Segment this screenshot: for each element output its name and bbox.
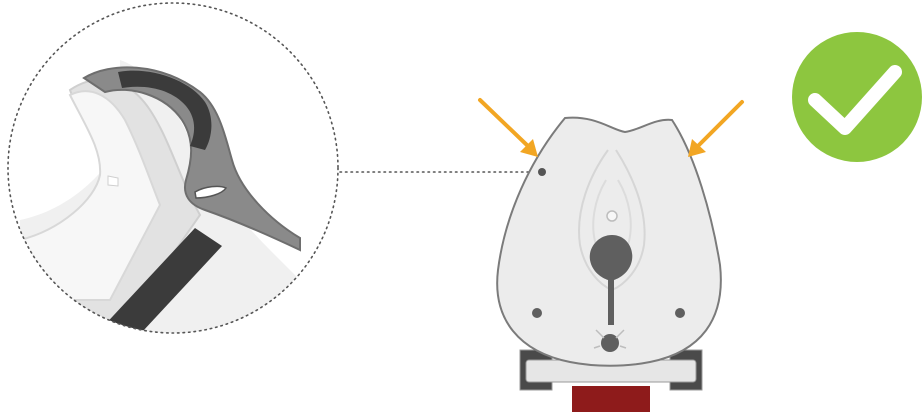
arrow-icon [688,102,742,157]
detail-anchor-dot [538,168,546,176]
screw-hole-left [532,308,542,318]
urethral-opening [607,211,617,221]
arrow-icon [480,100,538,157]
zoom-detail-icon [8,3,340,345]
detail-small-tab [108,176,118,186]
check-mark-icon [792,32,922,162]
screw-hole-right [675,308,685,318]
pelvic-model [497,118,721,412]
base-red-block [572,386,650,412]
